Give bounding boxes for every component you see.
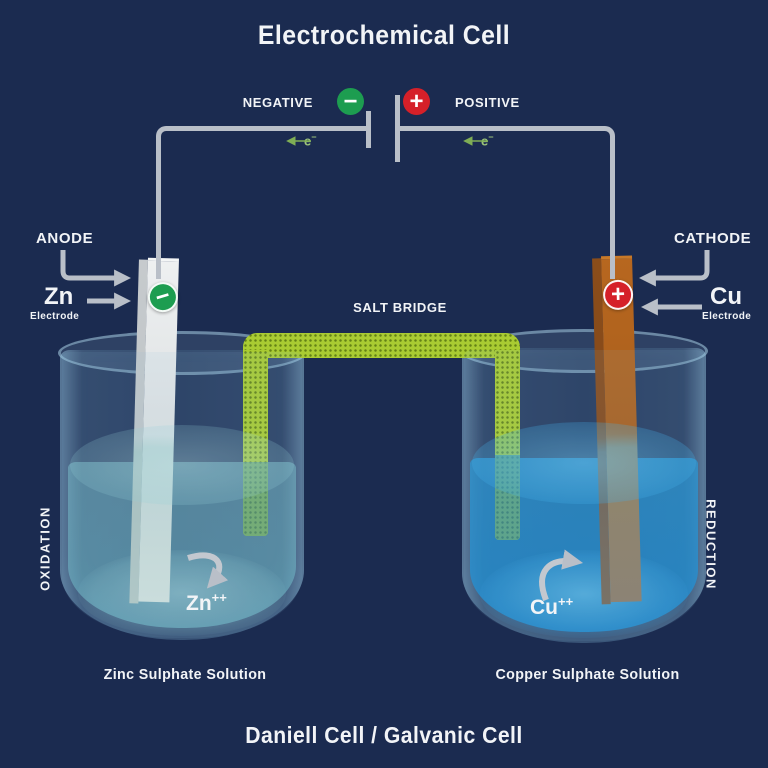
wire-left — [156, 126, 371, 279]
zinc-symbol-label: Zn — [44, 283, 74, 310]
cathode-pointer-arrow — [638, 250, 710, 287]
salt-bridge-label: SALT BRIDGE — [353, 300, 447, 315]
right-beaker-glass-front — [464, 350, 704, 641]
anode-pointer-arrow — [60, 250, 132, 287]
wire-right — [400, 126, 615, 279]
negative-terminal-badge: − — [337, 88, 364, 115]
copper-solution-caption: Copper Sulphate Solution — [495, 666, 680, 683]
copper-symbol-label: Cu — [710, 283, 742, 310]
zinc-solution-caption: Zinc Sulphate Solution — [103, 666, 267, 683]
copper-ion-label: Cu++ — [530, 594, 574, 619]
zinc-ion-label: Zn++ — [186, 590, 227, 615]
zinc-solution-bottom-glow — [78, 550, 286, 636]
page-title: Electrochemical Cell — [257, 20, 511, 50]
copper-ion-deposit-arrow — [539, 549, 584, 602]
battery-positive-terminal-bar — [395, 95, 400, 162]
left-beaker-glass-front — [62, 352, 302, 638]
salt-bridge-left-arm-submerged-tint — [243, 462, 268, 536]
anode-label: ANODE — [36, 230, 94, 247]
salt-bridge-tube-top — [243, 333, 520, 358]
battery-negative-terminal-bar — [366, 111, 371, 148]
copper-solution-surface — [472, 422, 696, 504]
zinc-solution-surface — [70, 425, 294, 505]
cathode-label: CATHODE — [674, 230, 752, 247]
copper-solution-bottom-glow — [480, 550, 688, 638]
zinc-electrode-word: Electrode — [30, 311, 80, 322]
footer-title: Daniell Cell / Galvanic Cell — [245, 722, 523, 748]
positive-terminal-badge: + — [403, 88, 430, 115]
negative-label: NEGATIVE — [242, 95, 313, 110]
copper-electrode-word: Electrode — [702, 311, 752, 322]
salt-bridge-right-arm-submerged-tint — [495, 455, 520, 540]
zinc-ion-release-arrow — [187, 552, 229, 589]
positive-label: POSITIVE — [455, 95, 520, 110]
